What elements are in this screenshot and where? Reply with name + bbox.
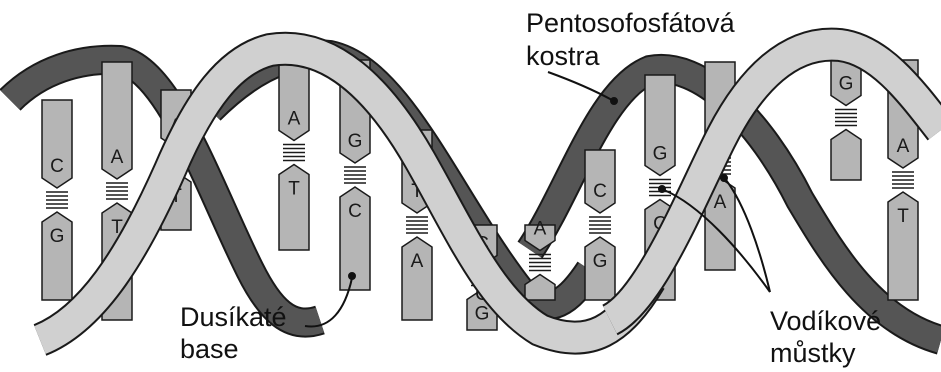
base-bottom — [831, 130, 861, 181]
pointer-backbone-dot — [611, 98, 617, 104]
base-bottom — [402, 237, 432, 320]
pointer-bases-dot — [349, 273, 355, 279]
base-letter-bottom: G — [50, 226, 65, 247]
base-letter-top: G — [839, 74, 854, 95]
base-bottom — [279, 165, 309, 251]
base-pair: CG — [42, 100, 72, 300]
label-backbone-line1: Pentosofosfátová — [526, 8, 736, 38]
pointer-backbone — [548, 72, 612, 100]
label-bridges-line2: můstky — [770, 338, 856, 368]
base-pair: CG — [585, 150, 615, 300]
label-bases-line2: base — [180, 334, 239, 364]
pointer-bridges-1-dot — [659, 186, 665, 192]
base-letter-bottom: G — [475, 304, 490, 325]
pointer-bridges-2-dot — [721, 175, 727, 181]
base-pair: AT — [279, 55, 309, 250]
base-letter-top: A — [534, 219, 547, 240]
label-bases-line1: Dusíkaté — [180, 302, 287, 332]
base-letter-bottom: G — [593, 251, 608, 272]
base-pair: G — [831, 55, 861, 180]
base-letter-top: A — [288, 109, 301, 130]
base-letter-bottom: A — [714, 192, 727, 213]
base-letter-top: C — [50, 156, 64, 177]
base-pair: A — [525, 219, 555, 301]
base-letter-top: G — [348, 131, 363, 152]
label-bridges-line1: Vodíkové — [770, 306, 881, 336]
label-backbone-line2: kostra — [526, 41, 601, 71]
base-letter-bottom: C — [348, 201, 362, 222]
base-letter-top: A — [897, 136, 910, 157]
base-letter-top: A — [111, 147, 124, 168]
base-letter-top: C — [593, 181, 607, 202]
base-letter-bottom: T — [288, 179, 300, 200]
base-letter-top: G — [653, 144, 668, 165]
base-letter-bottom: T — [897, 206, 909, 227]
base-letter-bottom: A — [411, 251, 424, 272]
